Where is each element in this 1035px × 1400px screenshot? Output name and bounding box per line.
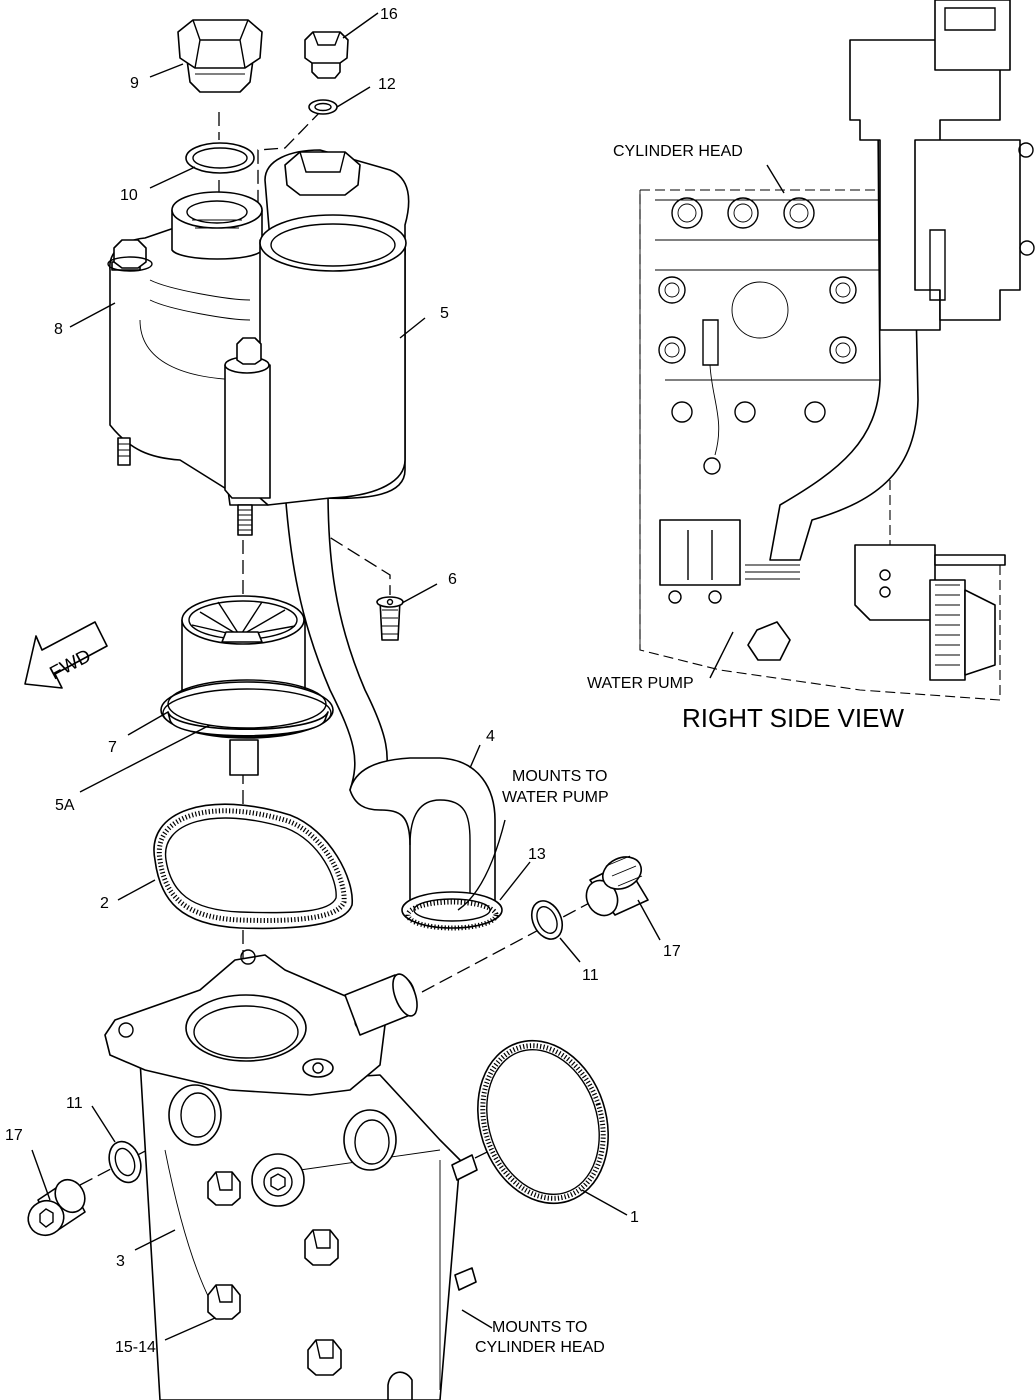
valve-part-6 xyxy=(376,596,404,641)
forward-arrow-icon: FWD xyxy=(24,621,108,689)
callout-11-right: 11 xyxy=(582,967,599,984)
cylinder-head-bolts xyxy=(658,197,857,475)
callout-6: 6 xyxy=(448,571,457,588)
callout-8: 8 xyxy=(54,321,63,338)
callout-9: 9 xyxy=(130,75,139,92)
callout-3: 3 xyxy=(116,1253,125,1270)
callout-10: 10 xyxy=(120,187,138,204)
callout-5a: 5A xyxy=(55,797,75,814)
callout-7: 7 xyxy=(108,739,117,756)
note-water-pump-line2: WATER PUMP xyxy=(502,789,609,806)
o-ring-part-11-left-inner xyxy=(114,1147,136,1177)
washer-part-12 xyxy=(308,99,338,115)
callout-15-14: 15-14 xyxy=(115,1339,156,1356)
callout-numbers: 9 10 8 5 6 7 5A 4 13 2 11 17 16 12 1 11 … xyxy=(5,6,681,1356)
o-ring-part-11-right xyxy=(530,900,564,940)
callout-2: 2 xyxy=(100,895,109,912)
thermostat-housing-part-5 xyxy=(107,149,410,791)
cylinder-head-leader xyxy=(766,164,785,194)
right-side-view-inset: CYLINDER HEAD WATER PUMP RIGHT SIDE VIEW xyxy=(587,0,1035,733)
gasket-part-2 xyxy=(153,803,353,930)
housing-base-part-3 xyxy=(104,949,478,1400)
o-ring-part-11-left xyxy=(108,1140,142,1184)
callout-13: 13 xyxy=(528,846,546,863)
callout-leader-lines xyxy=(31,12,661,1341)
plug-part-16 xyxy=(304,31,349,79)
callout-16: 16 xyxy=(380,6,398,23)
note-water-pump-line1: MOUNTS TO xyxy=(512,768,607,785)
elbow-pipe-part-4 xyxy=(349,757,503,931)
thermostat-part-7 xyxy=(160,595,334,776)
o-ring-part-10-inner xyxy=(192,147,248,169)
o-ring-part-11-right-inner xyxy=(536,906,558,934)
plug-part-9 xyxy=(177,19,263,93)
note-cylinder-head-line1: MOUNTS TO xyxy=(492,1319,587,1336)
inset-title: RIGHT SIDE VIEW xyxy=(682,703,904,733)
note-cylinder-head-line2: CYLINDER HEAD xyxy=(475,1339,605,1356)
callout-5: 5 xyxy=(440,305,449,322)
callout-11-left: 11 xyxy=(66,1095,83,1112)
o-ring-part-1-inner xyxy=(486,1048,600,1196)
plug-part-17-left xyxy=(27,1178,86,1237)
callout-4: 4 xyxy=(486,728,495,745)
callout-12: 12 xyxy=(378,76,396,93)
water-pump-label: WATER PUMP xyxy=(587,675,694,692)
cylinder-head-label: CYLINDER HEAD xyxy=(613,143,743,160)
mounting-notes: MOUNTS TO WATER PUMP MOUNTS TO CYLINDER … xyxy=(475,768,609,1356)
callout-17-right: 17 xyxy=(663,943,681,960)
callout-17-left: 17 xyxy=(5,1127,23,1144)
washer-part-12-inner xyxy=(314,102,332,112)
o-ring-part-1 xyxy=(477,1039,609,1205)
callout-1: 1 xyxy=(630,1209,639,1226)
water-pump-leader xyxy=(709,631,734,679)
o-ring-part-1-texture xyxy=(480,1043,606,1201)
plug-part-17-right xyxy=(585,855,649,917)
